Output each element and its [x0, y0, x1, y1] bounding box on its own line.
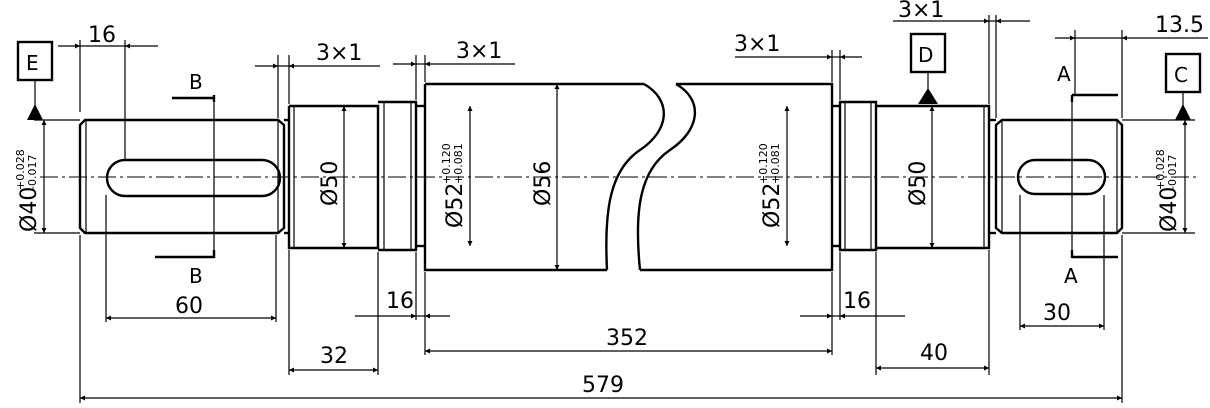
dia-left-journal: Ø50	[318, 161, 343, 206]
section-label-b-top: B	[189, 70, 203, 94]
dim-3x1-c: 3×1	[734, 32, 780, 57]
dim-13-5: 13.5	[1155, 13, 1204, 38]
svg-text:+0.081: +0.081	[769, 143, 782, 184]
svg-text:+0.120: +0.120	[440, 143, 453, 184]
section-label-a-top: A	[1057, 62, 1071, 86]
dia-left-seat: Ø52 +0.120 +0.081	[440, 143, 468, 228]
dim-30: 30	[1043, 301, 1071, 326]
keyway-right	[1016, 158, 1107, 196]
dim-3x1-d: 3×1	[898, 0, 944, 23]
dia-right-seat: Ø52 +0.120 +0.081	[757, 143, 785, 228]
datum-label-c: C	[1174, 63, 1188, 87]
section-label-b-bottom: B	[189, 264, 203, 288]
datum-d	[909, 32, 947, 104]
svg-text:Ø40: Ø40	[17, 187, 42, 232]
dim-3x1-a: 3×1	[316, 41, 362, 66]
dim-16-top: 16	[88, 23, 116, 48]
dim-16-bl: 16	[386, 289, 414, 314]
dim-40: 40	[920, 341, 948, 366]
datum-label-d: D	[918, 43, 933, 67]
dim-352: 352	[606, 326, 648, 351]
section-marks	[155, 93, 1118, 259]
svg-text:Ø52: Ø52	[443, 183, 468, 228]
svg-text:Ø52: Ø52	[760, 183, 785, 228]
svg-text:Ø40: Ø40	[1157, 187, 1182, 232]
svg-text:Ø50: Ø50	[906, 161, 931, 206]
extension-lines	[79, 15, 1123, 403]
svg-text:-0.017: -0.017	[1166, 155, 1179, 190]
svg-text:+0.120: +0.120	[757, 143, 770, 184]
dim-60: 60	[175, 294, 203, 319]
dim-16-br: 16	[843, 289, 871, 314]
svg-text:+0.081: +0.081	[452, 143, 465, 184]
svg-text:+0.028: +0.028	[1154, 149, 1167, 190]
dia-body: Ø56	[531, 161, 556, 206]
datum-c	[1164, 52, 1202, 120]
svg-text:Ø50: Ø50	[318, 161, 343, 206]
dimension-lines	[34, 18, 1208, 401]
dim-3x1-b: 3×1	[456, 39, 502, 64]
svg-text:Ø56: Ø56	[531, 161, 556, 206]
dia-left-end: Ø40 +0.028 -0.017	[14, 149, 42, 232]
shaft-outline	[78, 82, 1124, 272]
dia-right-journal: Ø50	[906, 161, 931, 206]
dim-579: 579	[582, 373, 624, 398]
keyway-left	[105, 158, 282, 198]
dia-right-end: Ø40 +0.028 -0.017	[1154, 149, 1182, 232]
datum-e	[16, 40, 54, 120]
dim-32: 32	[320, 344, 348, 369]
svg-text:+0.028: +0.028	[14, 149, 27, 190]
svg-text:-0.017: -0.017	[26, 155, 39, 190]
datum-label-e: E	[26, 51, 39, 75]
section-label-a-bottom: A	[1064, 264, 1078, 288]
